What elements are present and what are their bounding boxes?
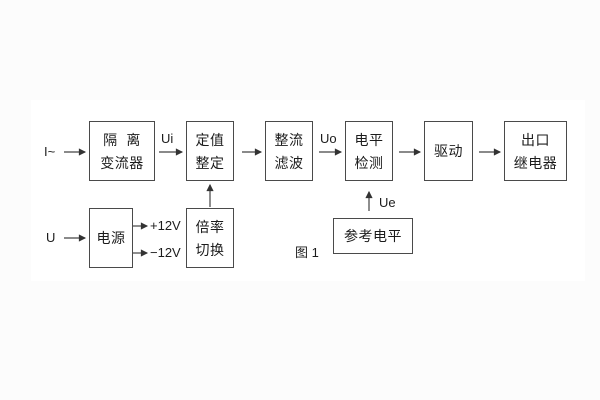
label-plus-12v: +12V (150, 218, 181, 233)
label-input-voltage: U (46, 230, 56, 245)
block-setting-adjustment: 定值 整定 (186, 121, 234, 181)
block-isolation-transformer: 隔 离 变流器 (89, 121, 155, 181)
label-input-current: I~ (44, 144, 56, 159)
figure-caption: 图 1 (295, 245, 319, 260)
block-level-line2: 检测 (354, 154, 384, 171)
label-minus-12v: −12V (150, 245, 181, 260)
block-reference-level: 参考电平 (333, 218, 413, 254)
block-drive-line1: 驱动 (434, 143, 463, 159)
block-power-line1: 电源 (96, 230, 126, 246)
block-ratio-switch: 倍率 切换 (186, 208, 234, 268)
block-drive: 驱动 (424, 121, 473, 181)
block-ratio-line1: 倍率 (195, 218, 225, 235)
block-setting-line2: 整定 (195, 154, 225, 171)
block-output-line1: 出口 (521, 131, 550, 148)
block-level-line1: 电平 (354, 131, 384, 148)
block-output-line2: 继电器 (513, 154, 558, 171)
block-rectify-line2: 滤波 (274, 154, 304, 171)
block-isolation-line1: 隔 离 (103, 131, 141, 148)
block-ratio-line2: 切换 (195, 241, 225, 258)
block-isolation-line2: 变流器 (100, 154, 144, 171)
label-signal-uo: Uo (320, 131, 337, 146)
block-output-relay: 出口 继电器 (504, 121, 567, 181)
label-signal-ue: Ue (379, 195, 396, 210)
label-signal-ui: Ui (161, 131, 174, 146)
block-rectify-line1: 整流 (274, 131, 304, 148)
block-level-detection: 电平 检测 (345, 121, 393, 181)
block-reference-line1: 参考电平 (344, 228, 402, 244)
block-power-supply: 电源 (89, 208, 133, 268)
block-setting-line1: 定值 (195, 131, 225, 148)
block-rectifier-filter: 整流 滤波 (265, 121, 313, 181)
